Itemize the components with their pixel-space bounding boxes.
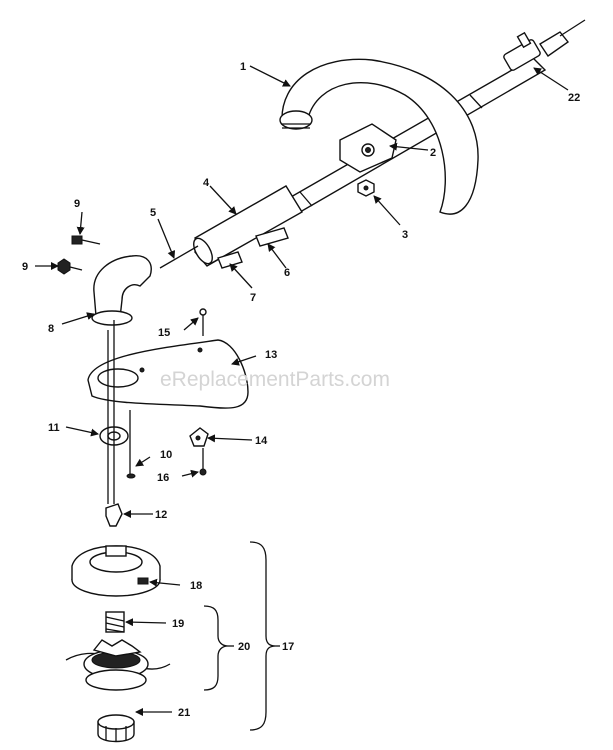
nut-part-3: [357, 179, 375, 197]
callout-7: 7: [250, 292, 256, 304]
handle-bracket-part-2: [339, 123, 397, 173]
callout-20: 20: [238, 641, 250, 653]
shaft-liner-part-4: [193, 185, 303, 265]
bump-knob-part-21: [97, 714, 135, 743]
leader-lines: [35, 65, 569, 716]
callout-2: 2: [430, 147, 436, 159]
arbor-shaft: [107, 320, 115, 504]
nut-part-16: [199, 448, 207, 476]
deflector-shield-part-13: [87, 339, 249, 409]
callout-5: 5: [150, 207, 156, 219]
label-part-6: [255, 227, 289, 247]
callout-13: 13: [265, 349, 277, 361]
callout-8: 8: [48, 323, 54, 335]
trimmer-head-housing-part-18: [71, 545, 161, 597]
callout-10: 9: [74, 198, 80, 210]
watermark: eReplacementParts.com: [160, 368, 390, 391]
callout-9b: 10: [160, 449, 172, 461]
arbor-part-12: [105, 503, 123, 527]
callout-4: 4: [203, 177, 210, 189]
bracket-part-17: [249, 541, 277, 731]
callout-19: 19: [172, 618, 184, 630]
handle-clamp-part-22: [503, 31, 541, 71]
spring-part-19: [105, 611, 125, 633]
callout-11: 11: [48, 422, 60, 434]
bolt-part-10: [71, 235, 101, 245]
nut-plate-part-14: [189, 427, 209, 447]
callout-17: 17: [282, 641, 294, 653]
cable-end: [539, 19, 586, 57]
callout-12: 12: [155, 509, 167, 521]
screw-part-15: [199, 308, 207, 336]
callout-16: 16: [157, 472, 169, 484]
callout-22: 22: [568, 92, 580, 104]
spool-part: [65, 639, 171, 691]
callout-21: 21: [178, 707, 190, 719]
gear-head-housing-part-8: [91, 255, 152, 326]
callout-18: 18: [190, 580, 202, 592]
callout-6: 6: [284, 267, 290, 279]
drive-cable-part-5: [159, 245, 199, 269]
loop-handle-part-1: [279, 58, 479, 215]
callout-3: 3: [402, 229, 408, 241]
nut-part-9-upper: [57, 258, 83, 275]
callout-9a: 9: [22, 261, 28, 273]
callout-14: 14: [255, 435, 268, 447]
callout-1: 1: [240, 61, 246, 73]
callout-15: 15: [158, 327, 170, 339]
washer-part-9-lower: [126, 410, 136, 479]
bracket-part-20: [203, 605, 229, 691]
label-part-7: [217, 251, 243, 269]
